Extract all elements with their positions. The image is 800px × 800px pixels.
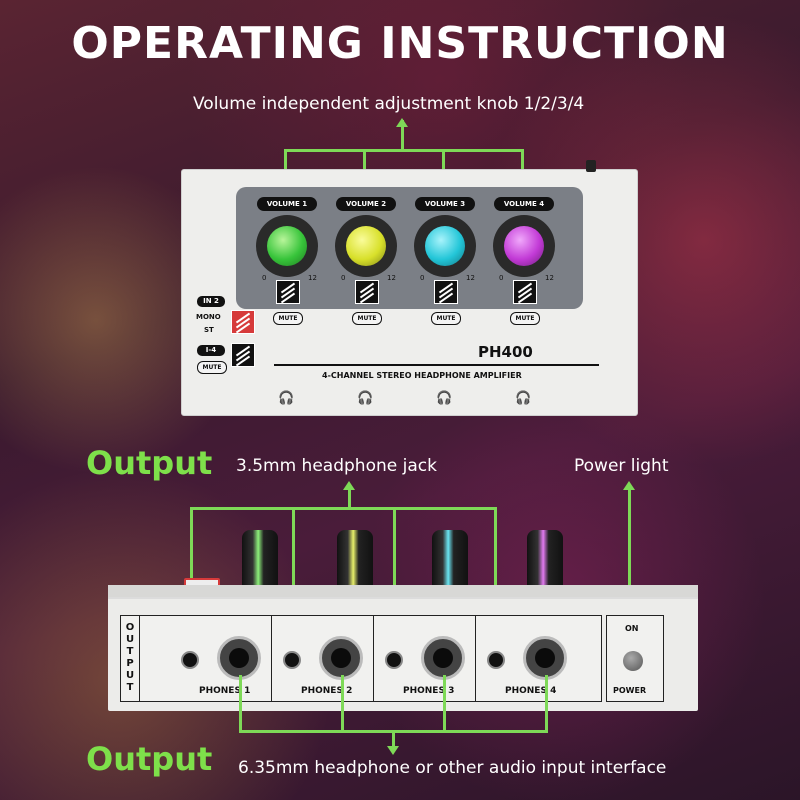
phones-3-label: PHONES 3 [403, 686, 455, 696]
callout-line [393, 507, 396, 657]
product-subtitle: 4-CHANNEL STEREO HEADPHONE AMPLIFIER [322, 371, 522, 380]
phones-2-label: PHONES 2 [301, 686, 353, 696]
phones-4-3.5mm-jack[interactable] [487, 651, 505, 669]
mute-1-button[interactable] [276, 280, 300, 304]
output-label-bottom: Output [86, 740, 213, 778]
bottom-callout: 6.35mm headphone or other audio input in… [238, 758, 667, 778]
volume-4-knob-3d[interactable] [527, 530, 563, 592]
arrow-up-icon [623, 481, 635, 490]
output-vertical-label: OUTPUT [125, 622, 135, 693]
volume-3-knob-3d[interactable] [432, 530, 468, 592]
mute-4-button[interactable] [513, 280, 537, 304]
volume-3-label: VOLUME 3 [415, 197, 475, 211]
phones-2-3.5mm-jack[interactable] [283, 651, 301, 669]
mono-st-switch[interactable] [231, 310, 255, 334]
phones-3-3.5mm-jack[interactable] [385, 651, 403, 669]
phones-3-6.35mm-jack[interactable] [421, 636, 465, 680]
output-panel: OUTPUT PHONES 1 PHONES 2 PHONES 3 PHONES… [120, 615, 602, 702]
mute-2-label: MUTE [352, 312, 382, 325]
headphones-icon: 🎧 [357, 391, 374, 406]
volume-knob-callout: Volume independent adjustment knob 1/2/3… [193, 94, 585, 114]
phones-1-6.35mm-jack[interactable] [217, 636, 261, 680]
page-title: OPERATING INSTRUCTION [71, 18, 729, 69]
st-label: ST [204, 326, 214, 334]
knob-cap [267, 226, 307, 266]
jack-callout: 3.5mm headphone jack [236, 456, 437, 476]
scale-max: 12 [466, 274, 475, 282]
callout-line [392, 730, 395, 748]
knob-cap [425, 226, 465, 266]
power-panel: ON POWER [606, 615, 664, 702]
on-label: ON [625, 624, 639, 633]
volume-1-knob[interactable] [256, 215, 318, 277]
scale-min: 0 [420, 274, 425, 282]
mono-label: MONO [196, 313, 221, 321]
volume-4-knob[interactable] [493, 215, 555, 277]
callout-line [494, 507, 497, 657]
mute-2-button[interactable] [355, 280, 379, 304]
i14-mute-label: MUTE [197, 361, 227, 374]
callout-line [628, 489, 631, 639]
arrow-up-icon [343, 481, 355, 490]
power-callout: Power light [574, 456, 669, 476]
volume-2-knob-3d[interactable] [337, 530, 373, 592]
in2-label: IN 2 [197, 296, 225, 307]
callout-line [341, 675, 344, 733]
callout-line [401, 120, 404, 152]
phones-2-6.35mm-jack[interactable] [319, 636, 363, 680]
mute-3-button[interactable] [434, 280, 458, 304]
scale-min: 0 [341, 274, 346, 282]
volume-2-label: VOLUME 2 [336, 197, 396, 211]
i14-label: I-4 [197, 345, 225, 356]
knob-cap [504, 226, 544, 266]
knob-cap [346, 226, 386, 266]
panel-divider [274, 364, 599, 366]
amplifier-front: OUTPUT PHONES 1 PHONES 2 PHONES 3 PHONES… [108, 597, 698, 711]
phones-4-6.35mm-jack[interactable] [523, 636, 567, 680]
callout-line [348, 489, 351, 509]
i14-mute-button[interactable] [231, 343, 255, 367]
phones-1-label: PHONES 1 [199, 686, 251, 696]
divider [475, 616, 476, 701]
scale-max: 12 [308, 274, 317, 282]
volume-1-label: VOLUME 1 [257, 197, 317, 211]
model-name: PH400 [478, 343, 533, 361]
power-light [623, 651, 643, 671]
scale-max: 12 [545, 274, 554, 282]
divider [373, 616, 374, 701]
volume-3-knob[interactable] [414, 215, 476, 277]
callout-line [292, 507, 295, 657]
mute-3-label: MUTE [431, 312, 461, 325]
mute-4-label: MUTE [510, 312, 540, 325]
headphones-icon: 🎧 [278, 391, 295, 406]
power-label: POWER [613, 686, 647, 695]
divider [139, 616, 140, 701]
headphones-icon: 🎧 [515, 391, 532, 406]
scale-min: 0 [262, 274, 267, 282]
headphones-icon: 🎧 [436, 391, 453, 406]
divider [271, 616, 272, 701]
arrow-down-icon [387, 746, 399, 755]
power-jack-icon [586, 160, 596, 172]
volume-4-label: VOLUME 4 [494, 197, 554, 211]
callout-line [284, 149, 524, 152]
amplifier-top-panel: VOLUME 1 0 12 MUTE VOLUME 2 0 12 MUTE VO… [181, 160, 638, 416]
callout-line [239, 675, 242, 733]
volume-2-knob[interactable] [335, 215, 397, 277]
arrow-up-icon [396, 118, 408, 127]
device-top [108, 585, 698, 599]
phones-1-3.5mm-jack[interactable] [181, 651, 199, 669]
mute-1-label: MUTE [273, 312, 303, 325]
phones-4-label: PHONES 4 [505, 686, 557, 696]
callout-line [443, 675, 446, 733]
scale-max: 12 [387, 274, 396, 282]
callout-line [190, 507, 497, 510]
output-label-top: Output [86, 444, 213, 482]
volume-1-knob-3d[interactable] [242, 530, 278, 592]
callout-line [545, 675, 548, 733]
scale-min: 0 [499, 274, 504, 282]
